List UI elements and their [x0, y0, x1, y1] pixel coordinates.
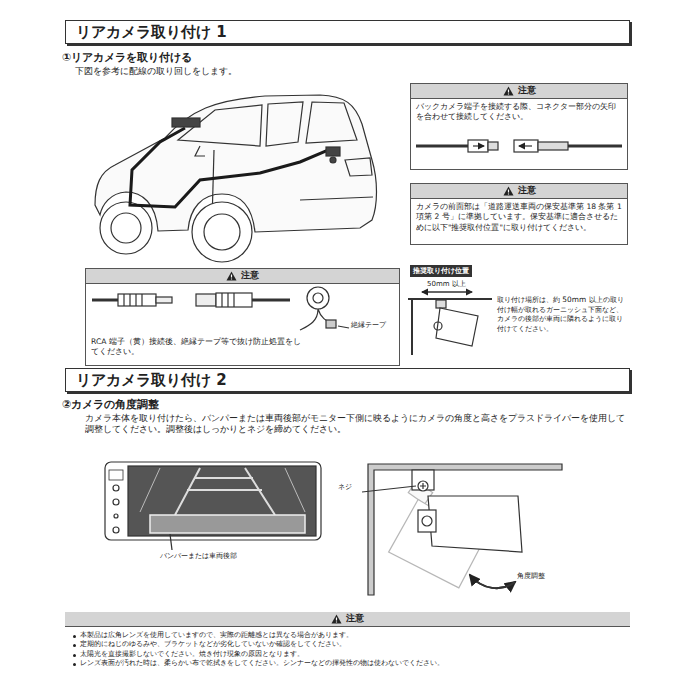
caution-header: 注意	[86, 269, 399, 284]
caution-box: 注意バックカメラ端子を接続する際、コネクター部分の矢印を合わせて接続してください…	[410, 83, 628, 170]
section-title: リアカメラ取り付け 1	[76, 23, 227, 42]
warning-icon	[331, 614, 342, 624]
caution-header: 注意	[65, 612, 630, 627]
bullet-dot	[73, 644, 76, 647]
warning-icon	[503, 86, 514, 96]
mount-position-drawing	[408, 292, 492, 355]
caution-box: 注意 RCA 端子（黄）接続後、絶縁テープ等で抜け防止処置をしてください。	[85, 268, 400, 366]
monitor-drawing	[105, 462, 321, 550]
caution-heading: 注意	[241, 270, 259, 282]
rca-plug-drawing	[92, 287, 349, 330]
instruction-text: 下図を参考に配線の取り回しをします。	[75, 66, 495, 78]
step-heading: ②カメラの角度調整	[62, 398, 382, 412]
warning-icon	[226, 271, 237, 281]
caution-box: 注意カメラの前面部は「道路運送車両の保安基準第 18 条第 1 項第 2 号」に…	[410, 183, 628, 245]
caution-header: 注意	[411, 184, 627, 199]
note-text: 取り付け場所は、約 50mm 以上の取り付け幅が取れるガーニッシュ下面など、カメ…	[497, 295, 628, 334]
caution-text: カメラの前面部は「道路運送車両の保安基準第 18 条第 1 項第 2 号」に準拠…	[411, 199, 627, 236]
dimension-label: 50mm 以上	[427, 280, 487, 289]
bullet-row: 太陽光を直接撮影しないでください。焼き付け現象の原因となります。	[65, 650, 630, 659]
caution-header: 注意	[411, 84, 627, 99]
position-tag: 推奨取り付け位置	[410, 265, 472, 277]
callout-label: バンパーまたは車両後部	[160, 551, 300, 561]
bullet-dot	[73, 635, 76, 638]
part-label: ネジ	[338, 482, 368, 492]
caution-text: バックカメラ端子を接続する際、コネクター部分の矢印を合わせて接続してください。	[411, 99, 627, 126]
caution-box: 注意本製品は広角レンズを使用していますので、実際の距離感とは異なる場合があります…	[65, 612, 630, 690]
caution-heading: 注意	[346, 613, 364, 625]
bullet-dot	[73, 654, 76, 657]
caution-item: 太陽光を直接撮影しないでください。焼き付け現象の原因となります。	[80, 650, 304, 659]
section-header: リアカメラ取り付け 1	[65, 20, 630, 44]
step-heading: ①リアカメラを取り付ける	[62, 51, 382, 65]
caution-heading: 注意	[518, 85, 536, 97]
caution-item: レンズ表面が汚れた時は、柔らかい布で乾拭きをしてください。シンナーなどの揮発性の…	[80, 659, 444, 668]
bullet-row: レンズ表面が汚れた時は、柔らかい布で乾拭きをしてください。シンナーなどの揮発性の…	[65, 659, 630, 668]
bullet-row: 定期的にねじのゆるみや、ブラケットなどが劣化していないか確認をしてください。	[65, 640, 630, 649]
section-title: リアカメラ取り付け 2	[76, 371, 227, 390]
caution-text: RCA 端子（黄）接続後、絶縁テープ等で抜け防止処置をしてください。	[86, 334, 306, 361]
part-label: 角度調整	[517, 571, 577, 581]
bullet-dot	[73, 663, 76, 666]
tag-text: 推奨取り付け位置	[413, 266, 469, 276]
caution-item: 定期的にねじのゆるみや、ブラケットなどが劣化していないか確認をしてください。	[80, 640, 346, 649]
warning-icon	[503, 186, 514, 196]
caution-heading: 注意	[518, 185, 536, 197]
connector-drawing	[416, 140, 622, 152]
instruction-text: カメラ本体を取り付けたら、バンパーまたは車両後部がモニター下側に映るようにカメラ…	[85, 413, 630, 436]
section-header: リアカメラ取り付け 2	[65, 368, 630, 392]
part-label: 絶縁テープ	[351, 321, 411, 330]
car-drawing	[95, 95, 377, 262]
caution-item: 本製品は広角レンズを使用していますので、実際の距離感とは異なる場合があります。	[80, 631, 353, 640]
bullet-row: 本製品は広角レンズを使用していますので、実際の距離感とは異なる場合があります。	[65, 631, 630, 640]
